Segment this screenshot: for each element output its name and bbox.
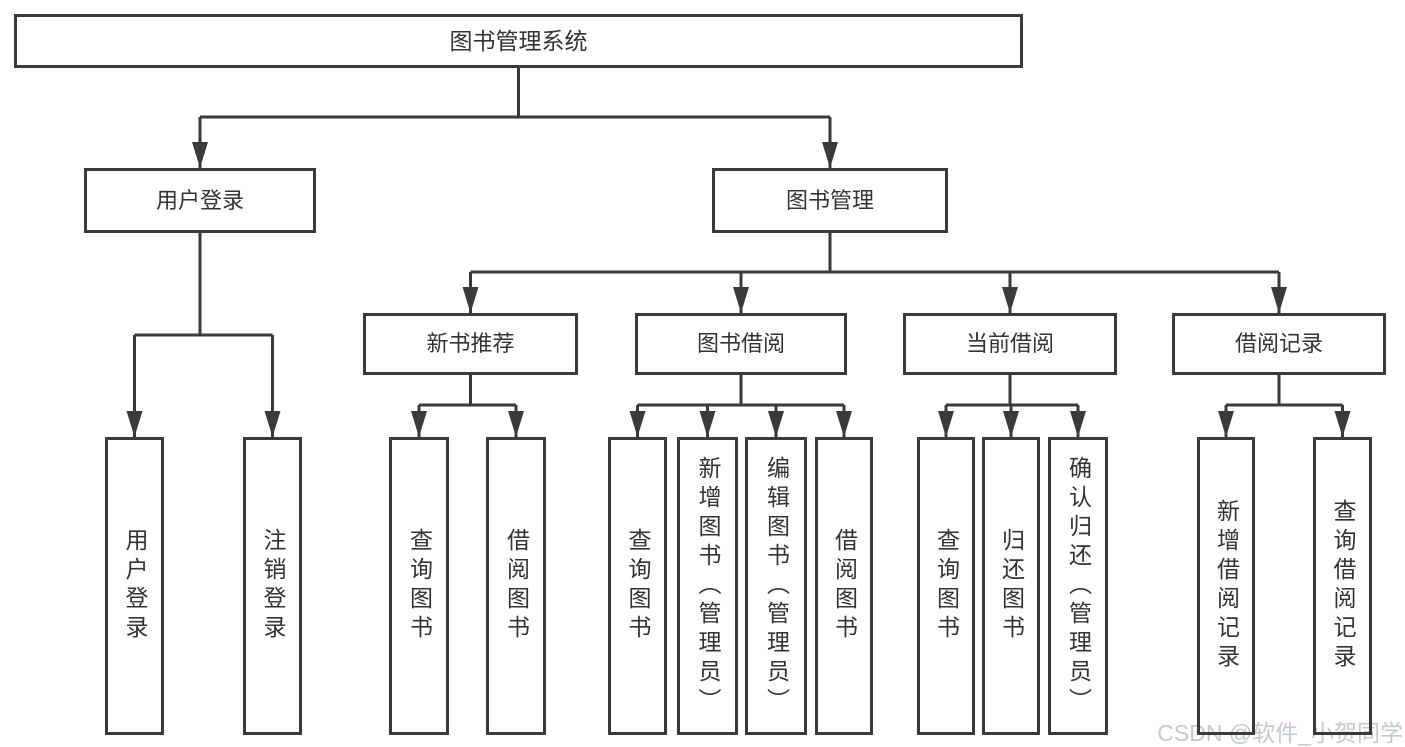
leaf-add-borrow-record: 新增借阅记录 — [1197, 437, 1255, 735]
leaf-edit-books-admin-label: 编辑图书（管理员） — [763, 455, 790, 717]
leaf-query-books-current: 查询图书 — [917, 437, 975, 735]
leaf-query-books-borrow-label: 查询图书 — [625, 528, 651, 644]
node-user-login-label: 用户登录 — [155, 187, 244, 213]
node-book-borrowing: 图书借阅 — [635, 313, 847, 375]
leaf-add-books-admin-label: 新增图书（管理员） — [695, 455, 721, 717]
leaf-query-borrow-record-label: 查询借阅记录 — [1330, 499, 1356, 673]
leaf-return-books-label: 归还图书 — [998, 528, 1025, 644]
leaf-user-login: 用户登录 — [105, 437, 164, 735]
leaf-confirm-return-admin-label: 确认归还（管理员） — [1065, 455, 1092, 717]
leaf-user-login-label: 用户登录 — [122, 528, 148, 644]
leaf-query-books-borrow: 查询图书 — [608, 437, 667, 735]
leaf-query-books-recommend-label: 查询图书 — [406, 528, 433, 644]
leaf-borrow-books-recommend: 借阅图书 — [486, 437, 546, 735]
leaf-confirm-return-admin: 确认归还（管理员） — [1048, 437, 1108, 735]
node-new-book-recommendation-label: 新书推荐 — [426, 331, 515, 356]
node-book-management: 图书管理 — [712, 168, 948, 233]
leaf-query-books-current-label: 查询图书 — [933, 528, 960, 644]
leaf-logout-label: 注销登录 — [260, 528, 286, 644]
leaf-borrow-books: 借阅图书 — [815, 437, 873, 735]
node-user-login: 用户登录 — [84, 168, 316, 233]
csdn-watermark: CSDN @软件_小贺同学 — [1157, 720, 1403, 746]
leaf-return-books: 归还图书 — [982, 437, 1040, 735]
leaf-borrow-books-label: 借阅图书 — [831, 528, 858, 644]
leaf-add-borrow-record-label: 新增借阅记录 — [1213, 499, 1240, 673]
leaf-logout: 注销登录 — [243, 437, 302, 735]
node-borrowing-records: 借阅记录 — [1172, 313, 1386, 375]
node-new-book-recommendation: 新书推荐 — [363, 313, 578, 375]
leaf-query-borrow-record: 查询借阅记录 — [1313, 437, 1372, 735]
node-borrowing-records-label: 借阅记录 — [1234, 331, 1323, 356]
leaf-borrow-books-recommend-label: 借阅图书 — [503, 528, 530, 644]
node-book-borrowing-label: 图书借阅 — [696, 331, 785, 356]
node-book-management-label: 图书管理 — [785, 187, 874, 213]
node-current-borrowing: 当前借阅 — [903, 313, 1117, 375]
leaf-edit-books-admin: 编辑图书（管理员） — [745, 437, 807, 735]
leaf-add-books-admin: 新增图书（管理员） — [677, 437, 738, 735]
node-current-borrowing-label: 当前借阅 — [965, 331, 1054, 356]
node-root-label: 图书管理系统 — [449, 27, 588, 54]
leaf-query-books-recommend: 查询图书 — [389, 437, 449, 735]
node-root-library-management-system: 图书管理系统 — [14, 14, 1023, 68]
